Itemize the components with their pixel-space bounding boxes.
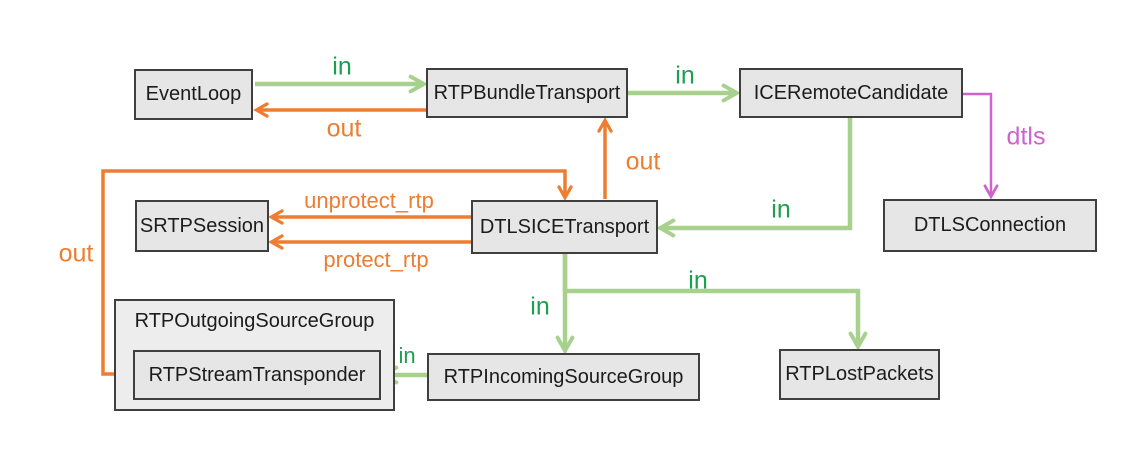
node-rtp-lost-packets: RTPLostPackets: [779, 349, 940, 400]
edge-label-in-dtlsice-lostpackets: in: [688, 266, 708, 295]
node-rtp-outgoing-source-group-label: RTPOutgoingSourceGroup: [134, 310, 375, 332]
edge-label-in-incoming-transponder: in: [398, 343, 416, 368]
edge-dtlsicetransport-to-rtplostpackets: [562, 254, 858, 346]
edge-label-in-rtpbundle-iceremote: in: [675, 61, 695, 90]
node-event-loop: EventLoop: [134, 69, 253, 120]
node-srtp-session: SRTPSession: [135, 200, 269, 252]
edge-label-out-transponder-dtlsice: out: [58, 239, 94, 268]
node-rtp-incoming-source-group: RTPIncomingSourceGroup: [427, 353, 700, 401]
edge-label-in-eventloop-rtpbundle: in: [332, 52, 352, 81]
node-ice-remote-candidate: ICERemoteCandidate: [739, 68, 963, 118]
node-rtp-bundle-transport: RTPBundleTransport: [426, 68, 628, 118]
node-dtls-connection: DTLSConnection: [883, 199, 1097, 252]
edge-label-unprotect-rtp: unprotect_rtp: [304, 188, 434, 213]
edge-rtpstreamtransponder-to-dtlsicetransport: [101, 169, 565, 376]
edge-label-in-dtlsice-incoming: in: [530, 292, 550, 321]
edge-label-in-iceremote-dtlsice: in: [771, 195, 791, 224]
edge-label-out-rtpbundle-eventloop: out: [326, 114, 362, 143]
edge-iceremotecandidate-to-dtlsicetransport: [661, 118, 853, 228]
edge-iceremotecandidate-to-dtlsconnection: [963, 92, 991, 196]
edge-label-protect-rtp: protect_rtp: [323, 247, 429, 272]
edge-label-out-dtlsice-rtpbundle: out: [625, 147, 661, 176]
edge-label-dtls: dtls: [1006, 122, 1046, 151]
node-rtp-stream-transponder: RTPStreamTransponder: [133, 350, 381, 400]
node-dtls-ice-transport: DTLSICETransport: [471, 200, 658, 254]
node-rtp-outgoing-source-group: RTPOutgoingSourceGroup RTPStreamTranspon…: [114, 299, 395, 411]
